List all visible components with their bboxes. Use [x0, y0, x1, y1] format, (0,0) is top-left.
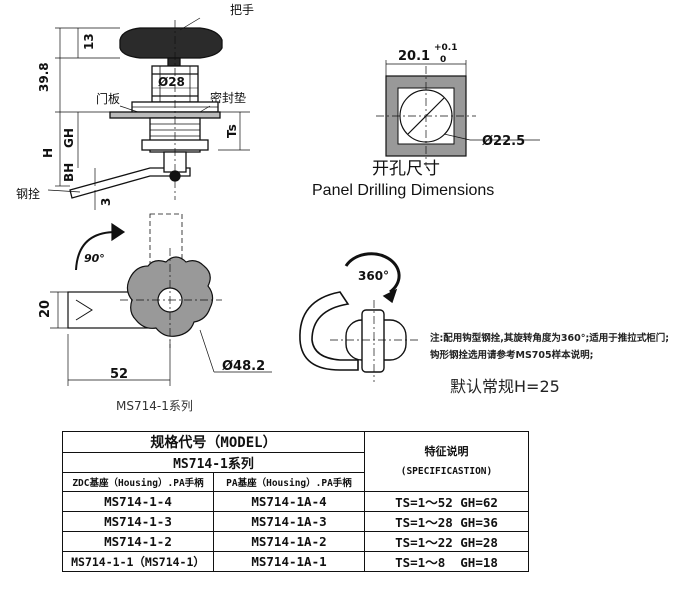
cell-zdc: MS714-1-4	[62, 491, 214, 512]
label-dim-h: H	[41, 148, 55, 158]
cell-spec: TS=1～52 GH=62	[364, 491, 529, 512]
model-header: 规格代号（MODEL）	[62, 431, 365, 453]
label-seal: 密封垫	[210, 90, 246, 105]
label-dim-360: 360°	[358, 269, 389, 283]
label-dim-d22-5: Ø22.5	[482, 134, 525, 149]
cell-pa: MS714-1A-2	[213, 531, 365, 552]
label-dim-ts: Ts	[225, 124, 239, 138]
side-view	[47, 17, 250, 210]
spec-header: 特征说明 (SPECIFICASTION)	[364, 431, 529, 492]
drilling-title-cn: 开孔尺寸	[372, 159, 440, 179]
front-view	[50, 213, 272, 386]
series-header: MS714-1系列	[62, 452, 365, 473]
label-dim-3: 3	[99, 198, 113, 206]
cell-zdc: MS714-1-1（MS714-1）	[62, 551, 214, 572]
drilling-title-en: Panel Drilling Dimensions	[312, 182, 495, 199]
default-h-note: 默认常规H=25	[450, 377, 560, 396]
hook-view	[299, 252, 420, 382]
cell-spec: TS=1～8 GH=18	[364, 551, 529, 572]
col-header-pa: PA基座（Housing）.PA手柄	[213, 472, 365, 492]
handle-knob	[119, 27, 223, 59]
table-row: MS714-1-4 MS714-1A-4 TS=1～52 GH=62	[62, 491, 529, 512]
label-dim-20-1: 20.1	[398, 49, 430, 64]
spec-header-en: (SPECIFICASTION)	[400, 465, 493, 477]
label-handle: 把手	[230, 3, 254, 17]
label-dim-20: 20	[38, 300, 53, 318]
cell-zdc: MS714-1-3	[62, 511, 214, 532]
table-row: MS714-1-1（MS714-1） MS714-1A-1 TS=1～8 GH=…	[62, 551, 529, 572]
cell-pa: MS714-1A-4	[213, 491, 365, 512]
label-cam: 钢拴	[16, 186, 40, 201]
model-spec-table: 规格代号（MODEL） 特征说明 (SPECIFICASTION) MS714-…	[62, 431, 529, 572]
label-door-panel: 门板	[96, 91, 120, 106]
series-caption: MS714-1系列	[116, 399, 193, 413]
cell-zdc: MS714-1-2	[62, 531, 214, 552]
cam-bar	[69, 167, 191, 199]
label-dim-90: 90°	[84, 252, 105, 265]
label-tol-plus: +0.1	[434, 43, 457, 53]
col-header-zdc: ZDC基座（Housing）.PA手柄	[62, 472, 214, 492]
door-panel	[109, 111, 221, 119]
cell-spec: TS=1～28 GH=36	[364, 511, 529, 532]
label-dim-39-8: 39.8	[37, 62, 51, 92]
label-dim-52: 52	[110, 367, 128, 382]
cell-spec: TS=1～22 GH=28	[364, 531, 529, 552]
table-row: MS714-1-3 MS714-1A-3 TS=1～28 GH=36	[62, 511, 529, 532]
label-dim-d28: Ø28	[158, 75, 185, 89]
cell-pa: MS714-1A-3	[213, 511, 365, 532]
label-tol-zero: 0	[440, 55, 446, 65]
label-dim-d48-2: Ø48.2	[222, 359, 265, 374]
table-row: MS714-1-2 MS714-1A-2 TS=1～22 GH=28	[62, 531, 529, 552]
label-dim-13: 13	[82, 33, 96, 50]
spec-header-cn: 特征说明	[424, 444, 469, 458]
label-dim-bh: BH	[62, 163, 76, 182]
technical-drawing: 把手 13 39.8 Ø28 门板 密封垫 H GH BH Ts 钢拴 3 20…	[16, 3, 540, 386]
label-dim-gh: GH	[62, 128, 76, 148]
hook-note: 注:配用钩型钢拴,其旋转角度为360°;适用于推拉式柜门;钩形钢拴选用请参考MS…	[430, 333, 670, 361]
hook-cam	[299, 291, 359, 371]
cell-pa: MS714-1A-1	[213, 551, 365, 572]
drilling-view	[376, 60, 540, 166]
